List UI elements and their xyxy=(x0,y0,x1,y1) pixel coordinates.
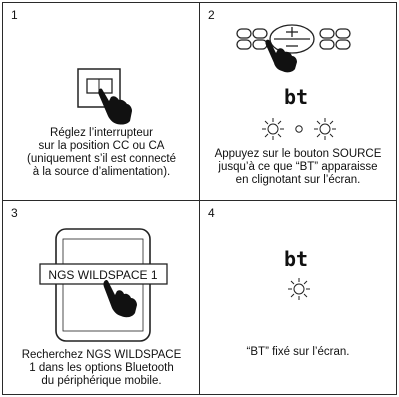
device-name-label: NGS WILDSPACE 1 xyxy=(48,268,157,282)
steady-sun-icon xyxy=(288,278,310,300)
hand-pointer-icon xyxy=(265,39,297,73)
step-number: 1 xyxy=(11,8,18,22)
step-caption: Appuyez sur le bouton SOURCE jusqu’à ce … xyxy=(214,148,382,186)
phone-icon xyxy=(55,228,151,342)
step-number: 2 xyxy=(208,8,215,22)
control-panel-illustration: bt xyxy=(236,24,351,140)
hand-pointer-icon xyxy=(98,88,132,125)
dot-icon xyxy=(295,125,303,133)
step-caption: “BT” fixé sur l’écran. xyxy=(246,346,350,358)
display-bt-text: bt xyxy=(284,85,308,109)
display-illustration: bt xyxy=(284,247,310,300)
power-switch-illustration xyxy=(77,68,132,125)
blink-sun-icon xyxy=(262,118,284,140)
step-caption: Recherchez NGS WILDSPACE 1 dans les opti… xyxy=(21,349,182,387)
hand-pointer-icon xyxy=(103,279,137,318)
phone-illustration: NGS WILDSPACE 1 xyxy=(39,228,168,342)
blink-sun-icon xyxy=(314,118,336,140)
step-number: 3 xyxy=(11,206,18,220)
step-2-panel: 2 bt xyxy=(199,2,397,202)
step-caption: Réglez l’interrupteur sur la position CC… xyxy=(27,127,176,178)
button-row xyxy=(236,24,351,54)
step-number: 4 xyxy=(208,206,215,220)
step-3-panel: 3 NGS WILDSPACE 1 Recherchez NGS WILDSPA… xyxy=(2,200,201,395)
step-4-panel: 4 bt “BT” fixé sur l’écran. xyxy=(199,200,397,395)
display-bt-text: bt xyxy=(284,247,308,271)
step-1-panel: 1 Réglez l’interrupteur sur la position … xyxy=(2,2,201,202)
